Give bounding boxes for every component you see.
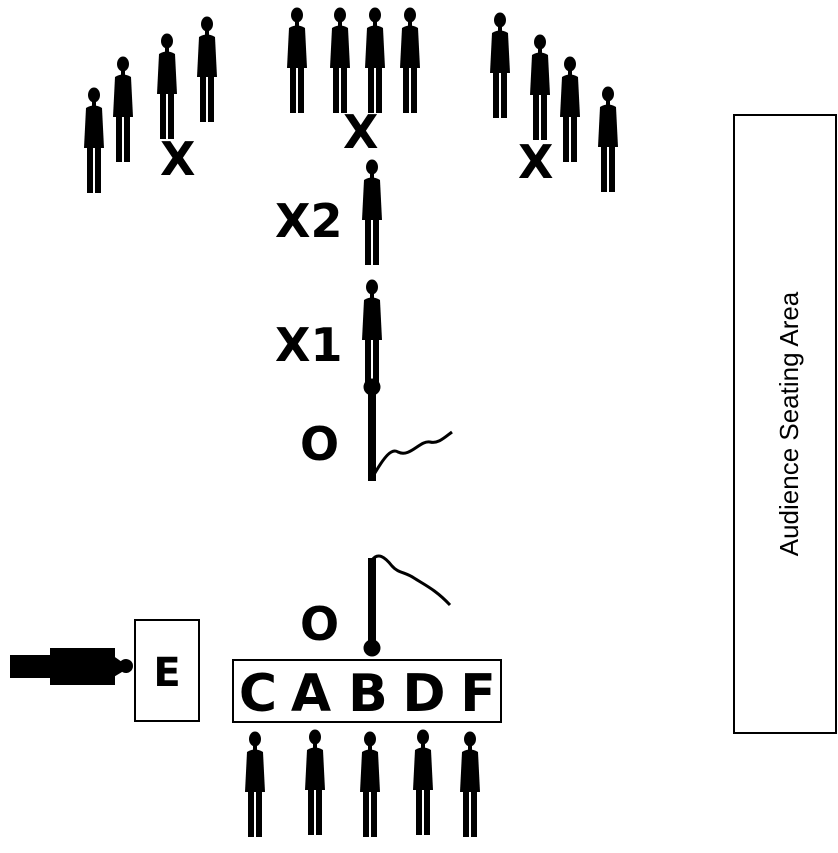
easel-box: [134, 619, 200, 722]
person-icon: [365, 7, 385, 113]
person-icon: [362, 159, 382, 265]
lower-mic-marker: O: [300, 597, 339, 651]
panel-letter: D: [402, 664, 445, 724]
person-icon: [362, 279, 382, 385]
center-group: [287, 7, 420, 113]
person-icon: [305, 729, 325, 835]
panel-letter: A: [291, 664, 331, 724]
x2-marker: X2: [275, 194, 342, 248]
person-icon: [598, 86, 618, 192]
upper-mic-marker: O: [300, 417, 339, 471]
person-icon: [84, 87, 104, 193]
person-icon: [113, 56, 133, 162]
left-group-marker: X: [160, 132, 195, 186]
person-icon: [287, 7, 307, 113]
left-group: [84, 16, 217, 193]
audience-seating-area: [733, 114, 837, 734]
person-icon: [360, 731, 380, 837]
person-icon: [245, 731, 265, 837]
person-icon: [197, 16, 217, 122]
front-row: [245, 729, 480, 837]
easel-label: E: [153, 650, 180, 696]
person-icon: [400, 7, 420, 113]
camera-icon: [10, 648, 133, 685]
panel-letter: F: [460, 664, 496, 724]
audience-label: Audience Seating Area: [774, 291, 804, 556]
person-icon: [157, 33, 177, 139]
person-icon: [460, 731, 480, 837]
person-icon: [330, 7, 350, 113]
center-group-marker: X: [343, 105, 378, 159]
person-icon: [530, 34, 550, 140]
right-group: [490, 12, 618, 192]
microphone-icon: [363, 378, 453, 481]
person-icon: [490, 12, 510, 118]
right-group-marker: X: [518, 135, 553, 189]
person-icon: [413, 729, 433, 835]
letters-panel: [232, 659, 502, 723]
person-icon: [560, 56, 580, 162]
panel-letter: B: [348, 664, 388, 724]
microphone-icon: [363, 554, 452, 657]
x1-marker: X1: [275, 318, 342, 372]
panel-letter: C: [239, 664, 277, 724]
